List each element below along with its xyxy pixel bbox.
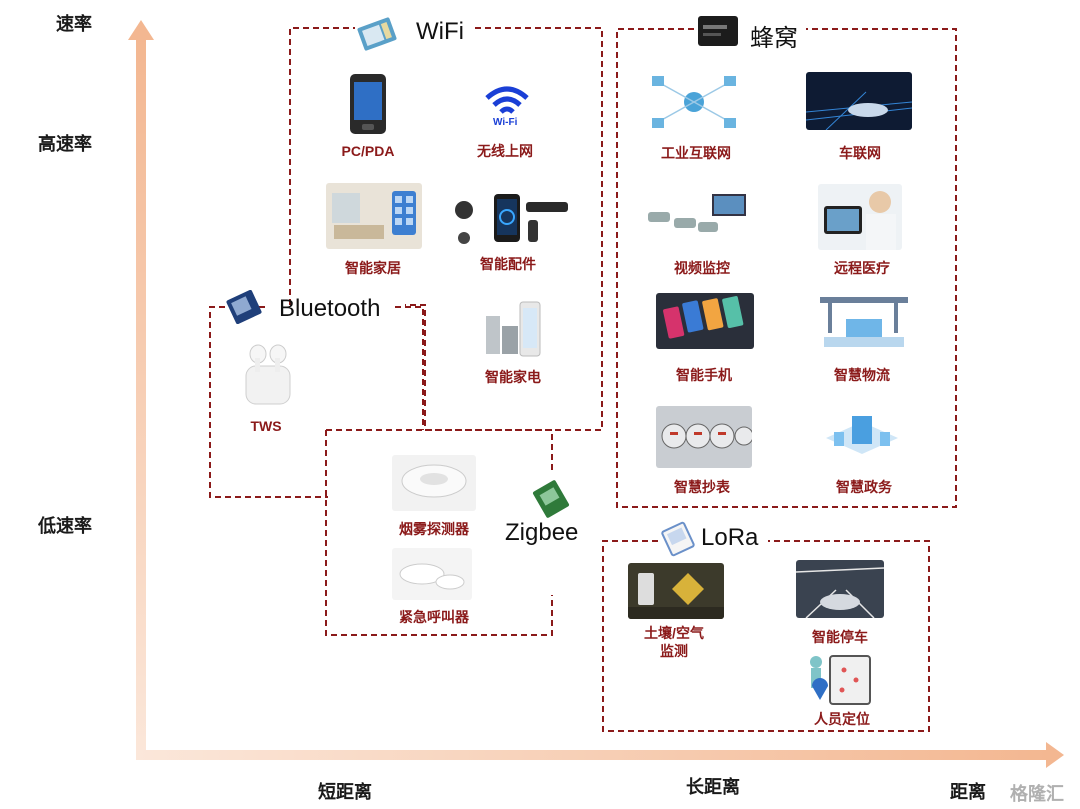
cellular-group-border [616, 28, 957, 508]
smart-government-image [812, 402, 912, 472]
watermark-logo: 格隆汇 [1010, 784, 1064, 804]
item-smart-government: 智慧政务 [836, 479, 892, 495]
y-axis-arrow-shaft [136, 38, 146, 760]
industrial-internet-image [644, 68, 744, 136]
x-axis-arrow-shaft [136, 750, 1048, 760]
bluetooth-module-icon [224, 289, 264, 325]
cellular-title: 蜂窝 [750, 25, 798, 52]
tws-earbuds-image [242, 340, 294, 406]
lora-group-border [602, 540, 930, 732]
smart-meter-reading-image [656, 406, 752, 468]
item-smart-accessories: 智能配件 [480, 256, 536, 272]
item-smoke-detector: 烟雾探测器 [399, 521, 469, 537]
zigbee-module-icon [530, 478, 572, 520]
item-tws: TWS [250, 418, 282, 434]
smart-appliances-image [482, 300, 544, 358]
smart-accessories-image [446, 190, 570, 250]
item-wireless-internet: 无线上网 [477, 143, 533, 159]
item-video-surveillance: 视频监控 [674, 260, 730, 276]
x-axis-arrowhead [1046, 742, 1064, 768]
item-smart-parking: 智能停车 [812, 629, 868, 645]
item-smart-home: 智能家居 [345, 260, 401, 276]
smart-logistics-image [816, 293, 912, 351]
item-smart-meter-reading: 智慧抄表 [674, 479, 730, 495]
item-smartphone: 智能手机 [676, 367, 732, 383]
remote-medical-image [818, 184, 902, 250]
pda-image [348, 72, 388, 136]
vehicle-network-image [806, 72, 912, 130]
x-axis-short-label: 短距离 [318, 782, 372, 802]
item-vehicle-network: 车联网 [839, 145, 881, 161]
smartphone-image [656, 293, 754, 349]
x-axis-long-label: 长距离 [686, 777, 740, 797]
item-soil-air-monitoring-line2: 监测 [660, 643, 688, 659]
wifi-logo-text: Wi-Fi [493, 117, 518, 128]
x-axis-title: 距离 [950, 782, 986, 802]
soil-air-monitoring-image [628, 563, 724, 619]
smoke-detector-image [392, 455, 476, 511]
item-smart-logistics: 智慧物流 [834, 367, 890, 383]
emergency-caller-image [392, 548, 472, 600]
smart-home-image [326, 183, 422, 249]
wifi-title: WiFi [416, 18, 464, 45]
smart-parking-image [796, 560, 884, 618]
item-industrial-internet: 工业互联网 [661, 145, 731, 161]
lora-module-icon [658, 520, 698, 558]
lora-title: LoRa [701, 524, 759, 551]
y-axis-title: 速率 [56, 14, 92, 34]
item-remote-medical: 远程医疗 [834, 260, 890, 276]
item-personnel-positioning: 人员定位 [814, 711, 870, 727]
zigbee-title: Zigbee [505, 519, 579, 546]
wifi-module-icon [356, 16, 398, 52]
item-pc-pda: PC/PDA [341, 143, 395, 159]
y-axis-low-label: 低速率 [38, 516, 92, 536]
y-axis-high-label: 高速率 [38, 134, 92, 154]
video-surveillance-image [642, 190, 750, 240]
cellular-module-icon [697, 15, 739, 47]
wifi-signal-icon [482, 80, 532, 128]
bluetooth-title: Bluetooth [279, 295, 381, 322]
personnel-positioning-image [800, 652, 874, 708]
item-emergency-caller: 紧急呼叫器 [399, 609, 469, 625]
item-smart-appliances: 智能家电 [485, 369, 541, 385]
y-axis-arrowhead [128, 20, 154, 40]
item-soil-air-monitoring-line1: 土壤/空气 [644, 625, 704, 641]
